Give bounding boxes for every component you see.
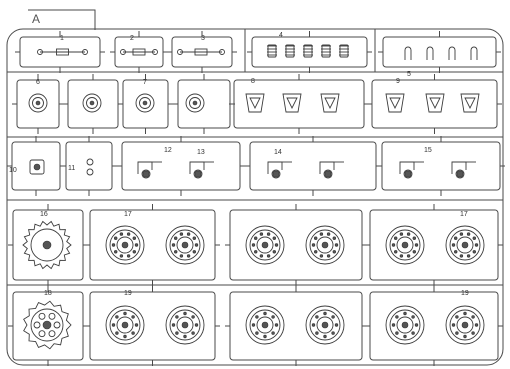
bracket-part bbox=[320, 93, 340, 113]
suspension-arm-part bbox=[319, 161, 344, 179]
part-number-label: 6 bbox=[36, 79, 40, 86]
part-number-label: 15 bbox=[424, 147, 432, 154]
part-cell bbox=[121, 141, 241, 191]
roller-wheel-part bbox=[135, 93, 155, 113]
suspension-arm-part bbox=[451, 161, 476, 179]
part-number-label: 19 bbox=[124, 290, 132, 297]
road-wheel-part bbox=[305, 305, 345, 345]
road-wheel-part bbox=[385, 225, 425, 265]
road-wheel-part bbox=[165, 305, 205, 345]
hook-part bbox=[426, 46, 434, 60]
suspension-arm-part bbox=[189, 161, 214, 179]
part-number-label: 11 bbox=[68, 165, 75, 172]
roller-wheel-part bbox=[185, 93, 205, 113]
bracket-part bbox=[425, 93, 445, 113]
roller-wheel-part bbox=[28, 93, 48, 113]
road-wheel-part bbox=[445, 225, 485, 265]
part-number-label: 19 bbox=[461, 290, 469, 297]
sprue-runners bbox=[7, 29, 503, 286]
road-wheel-part bbox=[105, 305, 145, 345]
road-wheel-part bbox=[385, 305, 425, 345]
part-cell bbox=[369, 291, 499, 361]
part-number-label: 14 bbox=[274, 149, 282, 156]
parts-group bbox=[22, 44, 485, 350]
part-number-label: 8 bbox=[251, 78, 255, 85]
part-number-label: 16 bbox=[40, 211, 48, 218]
pin-part bbox=[86, 158, 94, 176]
part-number-label: 3 bbox=[201, 35, 205, 42]
road-wheel-part bbox=[245, 225, 285, 265]
road-wheel-part bbox=[245, 305, 285, 345]
part-cell bbox=[382, 36, 497, 68]
bracket-part bbox=[460, 93, 480, 113]
sprue-letter-tab bbox=[28, 9, 96, 30]
part-number-label: 17 bbox=[460, 211, 468, 218]
road-wheel-part bbox=[105, 225, 145, 265]
hook-part bbox=[470, 46, 478, 60]
part-cell bbox=[369, 209, 499, 281]
part-number-label: 17 bbox=[124, 211, 132, 218]
part-number-label: 5 bbox=[407, 71, 411, 78]
part-number-label: 2 bbox=[130, 35, 134, 42]
suspension-arm-part bbox=[267, 161, 292, 179]
idler-mount-part bbox=[29, 159, 45, 175]
spring-part bbox=[285, 44, 295, 58]
part-number-label: 12 bbox=[164, 147, 172, 154]
drive-sprocket-part bbox=[23, 300, 72, 350]
road-wheel-part bbox=[445, 305, 485, 345]
road-wheel-part bbox=[165, 225, 205, 265]
sprue-frame bbox=[6, 28, 504, 366]
hook-part bbox=[448, 46, 456, 60]
sprue-letter: A bbox=[32, 12, 40, 26]
part-number-label: 1 bbox=[60, 35, 64, 42]
axle-rod-part bbox=[120, 48, 158, 56]
spring-part bbox=[339, 44, 349, 58]
part-cell bbox=[371, 79, 498, 129]
part-number-label: 18 bbox=[44, 290, 52, 297]
part-number-label: 13 bbox=[197, 149, 205, 156]
bracket-part bbox=[385, 93, 405, 113]
bracket-part bbox=[245, 93, 265, 113]
axle-rod-part bbox=[37, 48, 88, 56]
part-number-label: 7 bbox=[143, 79, 147, 86]
part-number-label: 9 bbox=[396, 78, 400, 85]
spring-part bbox=[303, 44, 313, 58]
part-cell bbox=[249, 141, 377, 191]
road-wheel-part bbox=[305, 225, 345, 265]
part-number-label: 10 bbox=[9, 167, 17, 174]
part-number-label: 4 bbox=[279, 32, 283, 39]
hook-part bbox=[404, 46, 412, 60]
suspension-arm-part bbox=[399, 161, 424, 179]
drive-sprocket-part bbox=[22, 220, 72, 270]
spring-part bbox=[321, 44, 331, 58]
suspension-arm-part bbox=[137, 161, 162, 179]
bracket-part bbox=[282, 93, 302, 113]
spring-part bbox=[267, 44, 277, 58]
part-cells bbox=[7, 31, 505, 366]
roller-wheel-part bbox=[82, 93, 102, 113]
axle-rod-part bbox=[177, 48, 225, 56]
